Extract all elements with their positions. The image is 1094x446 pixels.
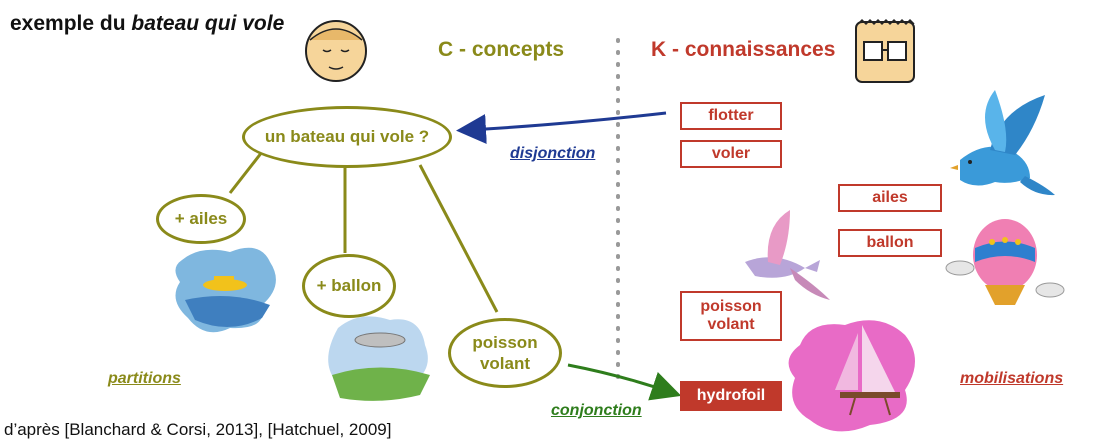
disjonction-arrow xyxy=(456,111,667,145)
mobilisations-label: mobilisations xyxy=(960,370,1064,387)
concept-root-oval: un bateau qui vole ? xyxy=(242,106,452,168)
concept-ailes-oval: + ailes xyxy=(156,194,246,244)
concept-branches xyxy=(228,151,499,313)
concept-poisson-volant-label: poisson volant xyxy=(472,332,538,373)
concept-poisson-volant-oval: poisson volant xyxy=(448,318,562,388)
knowledge-ailes-label: ailes xyxy=(872,189,908,207)
knowledge-voler-label: voler xyxy=(711,145,751,163)
glasses-face-icon xyxy=(855,18,915,83)
diagram-title: exemple du bateau qui vole xyxy=(10,12,284,36)
k-connaissances-heading: K - connaissances xyxy=(651,38,836,61)
knowledge-hydrofoil-label: hydrofoil xyxy=(696,387,766,405)
knowledge-flotter-label: flotter xyxy=(708,107,754,125)
knowledge-voler-box: voler xyxy=(680,140,782,168)
knowledge-ballon-label: ballon xyxy=(866,234,914,252)
knowledge-poisson-volant-label: poisson volant xyxy=(700,298,762,333)
knowledge-hydrofoil-box: hydrofoil xyxy=(680,381,782,411)
concept-root-label: un bateau qui vole ? xyxy=(264,127,430,147)
sailboat-hydrofoil-picture xyxy=(788,320,915,432)
flying-fish-picture xyxy=(745,210,830,300)
seaplane-picture xyxy=(175,247,276,333)
knowledge-poisson-volant-box: poisson volant xyxy=(680,291,782,341)
concept-ailes-label: + ailes xyxy=(174,209,228,229)
knowledge-flotter-box: flotter xyxy=(680,102,782,130)
concept-ballon-oval: + ballon xyxy=(302,254,396,318)
thinking-face-icon xyxy=(305,20,367,82)
knowledge-ailes-box: ailes xyxy=(838,184,942,212)
c-concepts-heading: C - concepts xyxy=(438,38,565,61)
partitions-label: partitions xyxy=(108,370,181,387)
source-credit: d’après [Blanchard & Corsi, 2013], [Hatc… xyxy=(4,420,392,439)
title-italic: bateau qui vole xyxy=(131,12,285,35)
blimp-picture xyxy=(328,316,430,401)
title-plain: exemple du xyxy=(10,12,132,35)
hot-air-balloon-picture xyxy=(945,219,1065,305)
disjonction-label: disjonction xyxy=(510,145,596,162)
blue-bird-picture xyxy=(950,90,1055,196)
conjonction-arrow xyxy=(567,363,682,401)
knowledge-ballon-box: ballon xyxy=(838,229,942,257)
concept-ballon-label: + ballon xyxy=(316,276,382,296)
conjonction-label: conjonction xyxy=(551,402,642,419)
